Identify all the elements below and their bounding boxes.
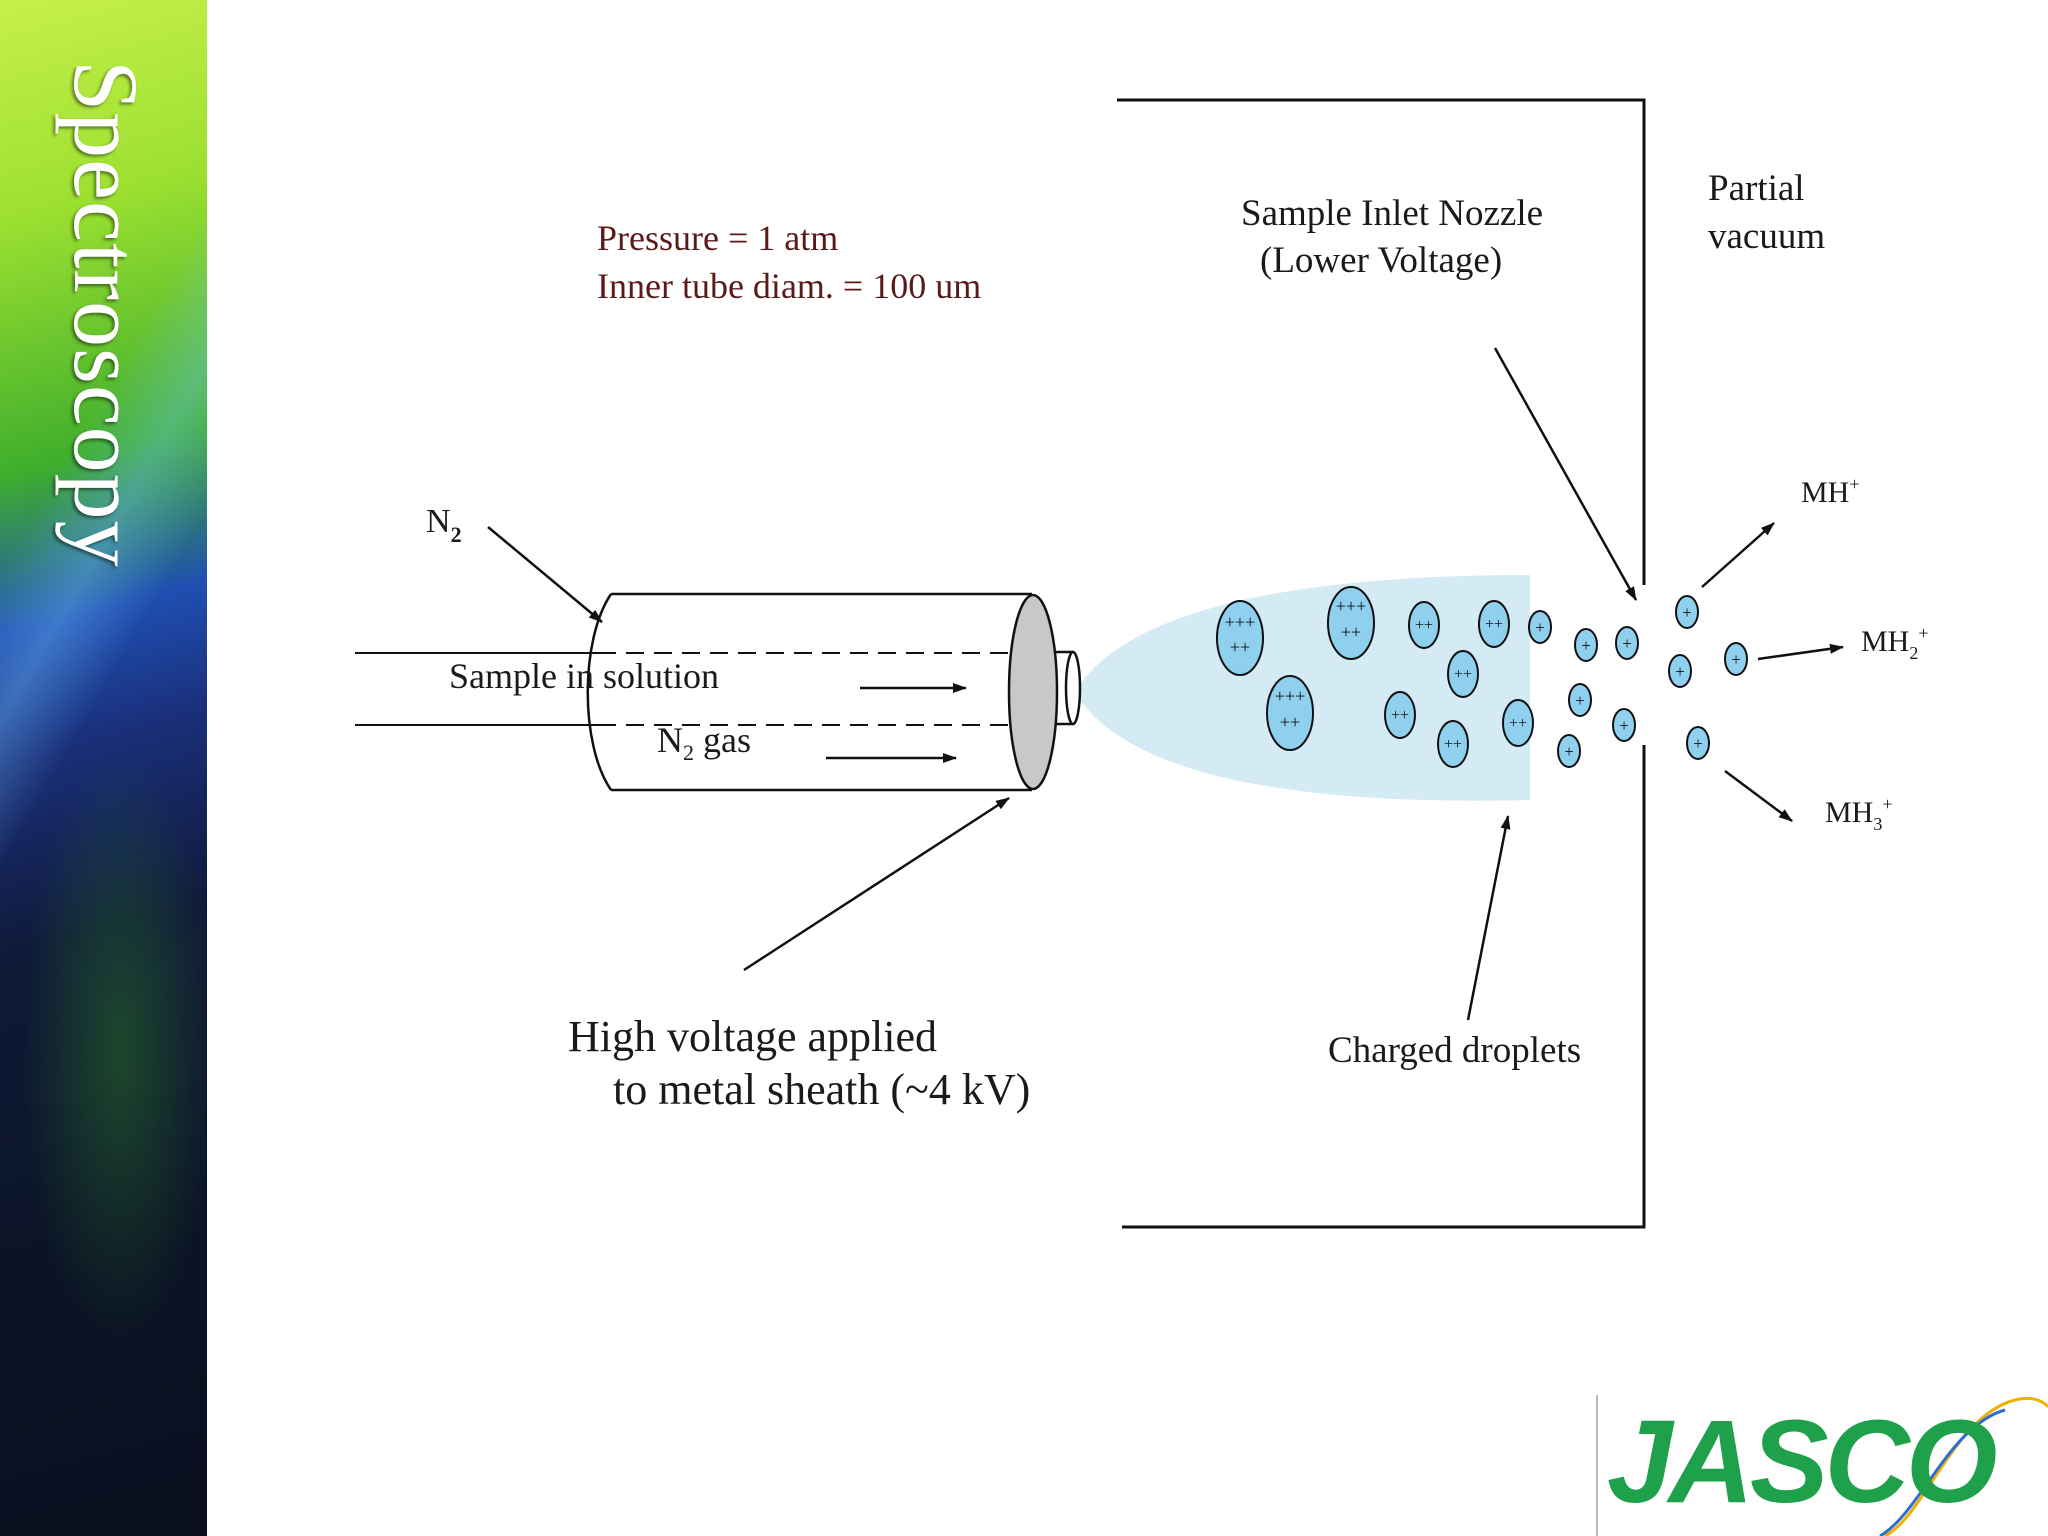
droplet: +++++ — [1266, 675, 1314, 751]
svg-text:+: + — [1682, 603, 1692, 622]
droplet: ++ — [1437, 720, 1469, 768]
svg-text:+: + — [1619, 716, 1629, 735]
logo-wordmark: JASCO — [1607, 1396, 1998, 1528]
voltage-label-line1: High voltage applied — [568, 1012, 937, 1061]
nozzle-pointer-arrow — [1493, 347, 1638, 601]
svg-text:+: + — [1622, 634, 1632, 653]
nozzle-label-line1: Sample Inlet Nozzle — [1241, 193, 1543, 234]
pointer-arrows — [487, 347, 1844, 1021]
conditions-pressure: Pressure = 1 atm — [597, 218, 838, 258]
droplet: ++ — [1447, 650, 1479, 698]
droplet: + — [1615, 626, 1639, 660]
svg-text:+++: +++ — [1275, 686, 1305, 706]
droplet: ++ — [1478, 600, 1510, 648]
vacuum-label-line2: vacuum — [1708, 216, 1825, 257]
sidebar-title: Spectroscopy — [55, 60, 157, 568]
sidebar-banner: Spectroscopy — [0, 0, 207, 1536]
ion-mh3-label: MH3+ — [1825, 794, 1893, 834]
svg-text:++: ++ — [1509, 715, 1527, 732]
svg-text:++: ++ — [1454, 666, 1472, 683]
svg-text:++: ++ — [1280, 712, 1300, 732]
droplet: + — [1668, 654, 1692, 688]
droplet: + — [1568, 683, 1592, 717]
droplet: + — [1557, 734, 1581, 768]
droplets-pointer-arrow — [1466, 815, 1511, 1021]
flow-arrows — [826, 683, 967, 763]
sidebar-streak — [0, 0, 207, 1536]
voltage-pointer-arrow — [743, 796, 1010, 972]
ion1-arrow — [1701, 522, 1775, 588]
svg-text:++: ++ — [1230, 637, 1250, 657]
sample-label: Sample in solution — [449, 656, 719, 696]
droplet: + — [1675, 595, 1699, 629]
conditions-diameter: Inner tube diam. = 100 um — [597, 266, 981, 306]
droplet: +++++ — [1216, 600, 1264, 676]
droplet: + — [1574, 628, 1598, 662]
svg-text:+++: +++ — [1225, 612, 1255, 632]
droplet: ++ — [1408, 601, 1440, 649]
nozzle-label-line2: (Lower Voltage) — [1260, 240, 1502, 281]
vacuum-label-line1: Partial — [1708, 168, 1805, 209]
gas-label: N2 gas — [657, 720, 751, 765]
ion2-arrow — [1757, 643, 1844, 661]
droplet: + — [1686, 726, 1710, 760]
vacuum-chamber — [1117, 98, 1646, 1229]
svg-text:++: ++ — [1391, 707, 1409, 724]
droplet: +++++ — [1327, 586, 1375, 660]
svg-text:+: + — [1693, 734, 1703, 753]
jasco-logo: JASCO — [1595, 1395, 2048, 1536]
inlet-lines — [355, 652, 1030, 726]
svg-text:++: ++ — [1444, 736, 1462, 753]
svg-text:++: ++ — [1341, 622, 1361, 642]
ion3-arrow — [1724, 769, 1793, 823]
ion-mh-label: MH+ — [1801, 474, 1860, 509]
charged-droplets: +++++ +++++ +++++ ++ ++ ++ ++ ++ ++ + + … — [1216, 586, 1748, 768]
droplet: + — [1724, 642, 1748, 676]
droplet: ++ — [1384, 691, 1416, 739]
droplet: + — [1528, 610, 1552, 644]
droplet: ++ — [1502, 699, 1534, 747]
svg-text:+: + — [1535, 618, 1545, 637]
svg-text:+: + — [1731, 650, 1741, 669]
ion-mh2-label: MH2+ — [1861, 623, 1929, 663]
voltage-label-line2: to metal sheath (~4 kV) — [613, 1065, 1030, 1114]
svg-text:+: + — [1575, 691, 1585, 710]
svg-text:++: ++ — [1415, 617, 1433, 634]
droplets-label: Charged droplets — [1328, 1030, 1581, 1071]
svg-text:++: ++ — [1485, 616, 1503, 633]
svg-text:+: + — [1581, 636, 1591, 655]
logo-swoosh — [1596, 1395, 2048, 1536]
n2-pointer-arrow — [487, 526, 603, 623]
droplet: + — [1612, 708, 1636, 742]
svg-text:+: + — [1564, 742, 1574, 761]
svg-text:+++: +++ — [1336, 596, 1366, 616]
svg-text:+: + — [1675, 662, 1685, 681]
n2-label: N2 — [426, 503, 462, 547]
